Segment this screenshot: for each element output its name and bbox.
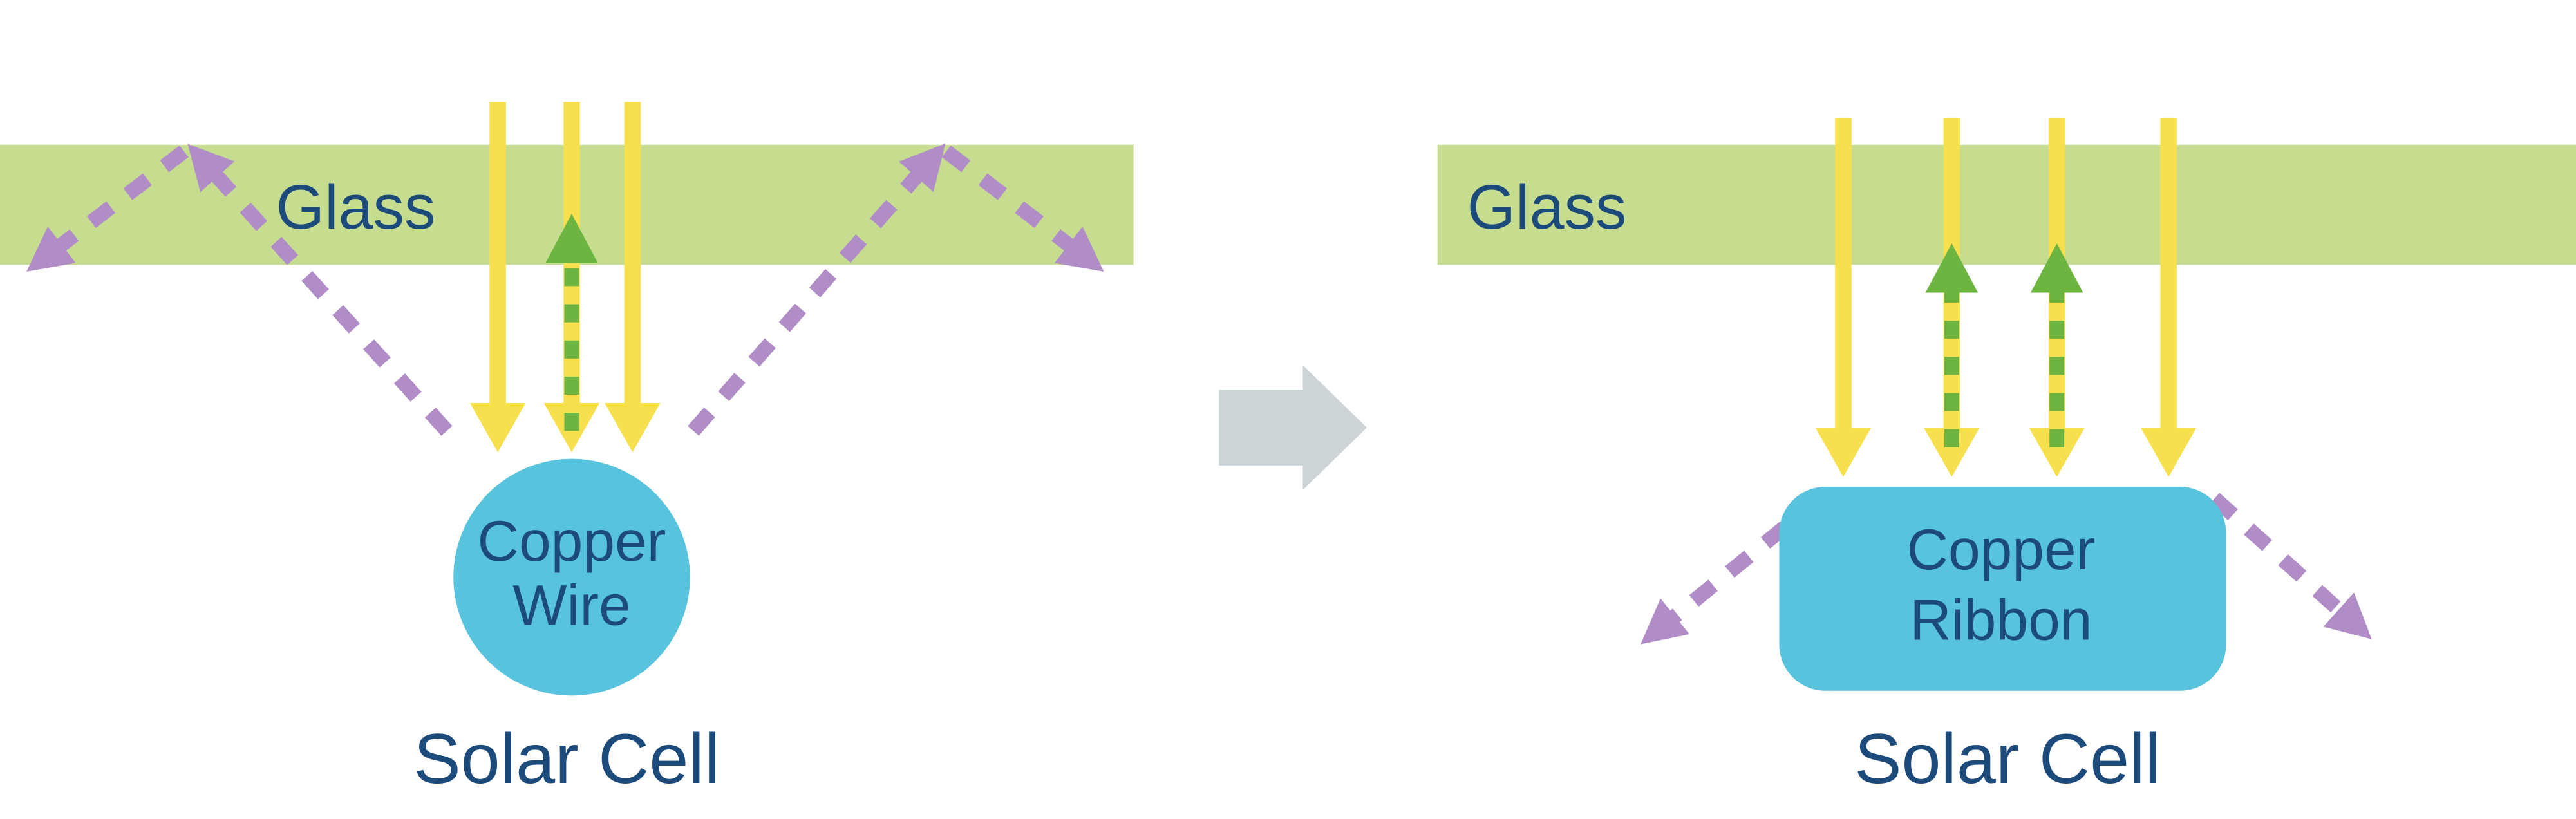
copper-wire-label-line2: Wire [512, 573, 631, 637]
copper-wire-label-line1: Copper [478, 509, 666, 573]
copper-ribbon-shape [1779, 487, 2226, 691]
purple-dashed-arrow [1641, 493, 1825, 645]
right-panel-copper-ribbon: Glass Copper Ribbon Solar Cell [1437, 118, 2576, 798]
glass-label: Glass [276, 172, 436, 242]
glass-layer [1437, 144, 2576, 265]
gray-right-block-arrow [1219, 365, 1367, 491]
scattered-light-rays [26, 143, 1104, 436]
purple-dashed-arrow [2209, 493, 2372, 639]
purple-dashed-arrow [187, 144, 453, 436]
solar-cell-label: Solar Cell [1854, 720, 2161, 798]
solar-cell-label: Solar Cell [414, 720, 720, 798]
glass-label: Glass [1467, 172, 1627, 242]
scattered-light-rays [1641, 493, 2372, 645]
copper-ribbon-label-line2: Ribbon [1910, 588, 2092, 652]
reflected-light-rays [1925, 243, 2083, 447]
copper-wire-shape [453, 458, 690, 696]
purple-dashed-arrow [688, 143, 946, 436]
left-panel-copper-wire: Glass Copper Wire Solar Cell [0, 102, 1134, 798]
copper-ribbon-label-line1: Copper [1906, 517, 2095, 581]
